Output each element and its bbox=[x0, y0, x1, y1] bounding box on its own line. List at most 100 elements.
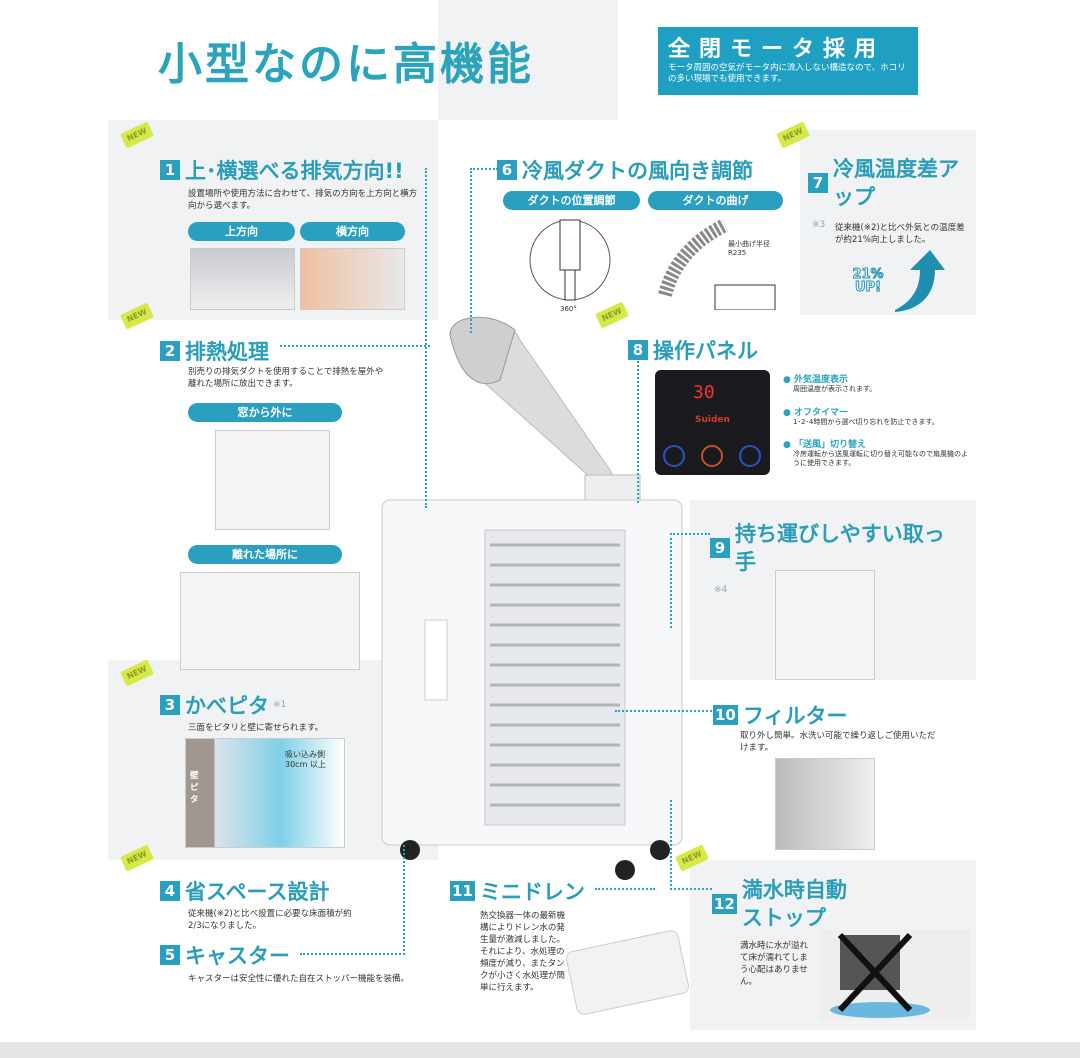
badge-text: モータ周囲の空気がモータ内に流入しない構造なので、ホコリの多い現場でも使用できま… bbox=[668, 63, 906, 84]
overflow-prohibited-illustration bbox=[820, 930, 970, 1020]
section-12-desc: 満水時に水が溢れて床が濡れてしまう心配はありません。 bbox=[740, 941, 809, 987]
number-badge: 4 bbox=[160, 881, 180, 901]
bullet-text: 冷房運転から送風運転に切り替え可能なので扇風機のように使用できます。 bbox=[793, 450, 968, 467]
pill-upward: 上方向 bbox=[188, 222, 295, 241]
bullet-title-text: 「送風」切り替え bbox=[794, 440, 867, 450]
bg-tile bbox=[438, 0, 618, 120]
pill-duct-bend: ダクトの曲げ bbox=[648, 191, 783, 210]
heading-text: 冷風温度差アップ bbox=[833, 157, 959, 209]
bg-tile bbox=[800, 130, 976, 315]
number-badge: 12 bbox=[712, 894, 737, 914]
section-2-desc: 別売りの排気ダクトを使用することで排熱を屋外や離れた場所に放出できます。 bbox=[188, 367, 384, 389]
temperature-display: 30 bbox=[693, 382, 715, 403]
pill-remote: 離れた場所に bbox=[188, 545, 342, 564]
control-panel-photo: 30 Suiden bbox=[655, 370, 770, 475]
number-badge: 11 bbox=[450, 881, 475, 901]
connector-line bbox=[670, 533, 710, 628]
exhaust-up-photo bbox=[190, 248, 295, 310]
section-10-desc: 取り外し簡単。水洗い可能で繰り返しご使用いただけます。 bbox=[740, 731, 936, 753]
bullet-title-text: 外気温度表示 bbox=[794, 375, 849, 385]
heading-text: 満水時自動ストップ bbox=[741, 878, 847, 930]
rotation-angle: 360° bbox=[560, 305, 577, 313]
duct-rotation-diagram bbox=[529, 219, 611, 301]
pill-window: 窓から外に bbox=[188, 403, 342, 422]
heading-text: 操作パネル bbox=[653, 339, 758, 363]
number-badge: 3 bbox=[160, 695, 180, 715]
bullet-title: ● オフタイマー bbox=[783, 408, 849, 418]
number-badge: 1 bbox=[160, 160, 180, 180]
number-badge: 9 bbox=[710, 538, 730, 558]
connector-line bbox=[470, 168, 498, 170]
connector-line bbox=[280, 345, 430, 347]
filter-photo bbox=[775, 758, 875, 850]
pill-duct-position: ダクトの位置調節 bbox=[503, 191, 640, 210]
heading-text: ミニドレン bbox=[479, 880, 585, 904]
spot-cooler-image bbox=[381, 316, 683, 880]
panel-button bbox=[739, 445, 761, 467]
heading-text: 排熱処理 bbox=[185, 340, 269, 364]
footnote-mark: ※1 bbox=[273, 700, 287, 710]
section-7-desc: 従来機(※2)と比べ外気との温度差が約21%向上しました。 bbox=[835, 223, 965, 245]
heading-text: フィルター bbox=[742, 704, 848, 728]
number-badge: 6 bbox=[497, 160, 517, 180]
heading-text: 冷風ダクトの風向き調節 bbox=[522, 159, 753, 183]
number-badge: 10 bbox=[713, 705, 738, 725]
bullet-text: 1･2･4時間から選べ切り忘れを防止できます。 bbox=[793, 418, 939, 426]
heading-text: キャスター bbox=[185, 944, 290, 968]
bullet-title: ● 「送風」切り替え bbox=[783, 440, 867, 450]
connector-line bbox=[425, 168, 427, 508]
wall-label: 壁ピタ bbox=[190, 771, 199, 805]
footnote-mark: ※3 bbox=[812, 220, 826, 230]
connector-line bbox=[637, 348, 639, 503]
connector-line bbox=[300, 845, 405, 955]
bottom-bar bbox=[0, 1042, 1080, 1058]
section-11-desc: 熱交換器一体の最新機構によりドレン水の発生量が激減しました。それにより、水処理の… bbox=[480, 911, 566, 993]
connector-line bbox=[470, 168, 472, 333]
page-title: 小型なのに高機能 bbox=[158, 39, 534, 90]
section-5-desc: キャスターは安全性に優れた自在ストッパー機能を装備。 bbox=[188, 974, 410, 984]
connector-line bbox=[670, 800, 712, 890]
connector-line bbox=[595, 888, 655, 890]
percent-up-stamp: 21% UP! bbox=[852, 267, 884, 295]
panel-button bbox=[701, 445, 723, 467]
up-arrow-icon bbox=[895, 250, 945, 312]
heading-text: 持ち運びしやすい取っ手 bbox=[735, 522, 945, 574]
section-3-desc: 三面をピタリと壁に寄せられます。 bbox=[188, 723, 324, 733]
badge-title: 全閉モータ採用 bbox=[668, 37, 886, 62]
brand-logo: Suiden bbox=[695, 415, 730, 425]
panel-button bbox=[663, 445, 685, 467]
exhaust-side-photo bbox=[300, 248, 405, 310]
number-badge: 8 bbox=[628, 340, 648, 360]
section-4-desc: 従来機(※2)と比べ設置に必要な床面積が約2/3になりました。 bbox=[188, 909, 352, 931]
bullet-title: ● 外気温度表示 bbox=[783, 375, 849, 385]
heading-text: 上･横選べる排気方向!! bbox=[185, 159, 404, 183]
duct-bend-diagram bbox=[658, 218, 776, 310]
connector-line bbox=[615, 710, 712, 712]
car-loading-illustration bbox=[775, 570, 875, 680]
number-badge: 2 bbox=[160, 341, 180, 361]
section-1-desc: 設置場所や使用方法に合わせて、排気の方向を上方向と横方向から選べます。 bbox=[188, 189, 418, 211]
remote-exhaust-illustration bbox=[180, 572, 360, 670]
pill-sideways: 横方向 bbox=[300, 222, 405, 241]
motor-badge: 全閉モータ採用 モータ周囲の空気がモータ内に流入しない構造なので、ホコリの多い現… bbox=[658, 27, 918, 95]
bend-radius-label: 最小曲げ半径 R235 bbox=[728, 240, 770, 257]
window-exhaust-illustration bbox=[215, 430, 330, 530]
number-badge: 7 bbox=[808, 173, 828, 193]
footnote-mark: ※4 bbox=[714, 585, 728, 595]
bullet-title-text: オフタイマー bbox=[794, 408, 849, 418]
bullet-text: 周囲温度が表示されます。 bbox=[793, 385, 877, 393]
number-badge: 5 bbox=[160, 945, 180, 965]
heading-text: かべピタ bbox=[185, 694, 269, 718]
